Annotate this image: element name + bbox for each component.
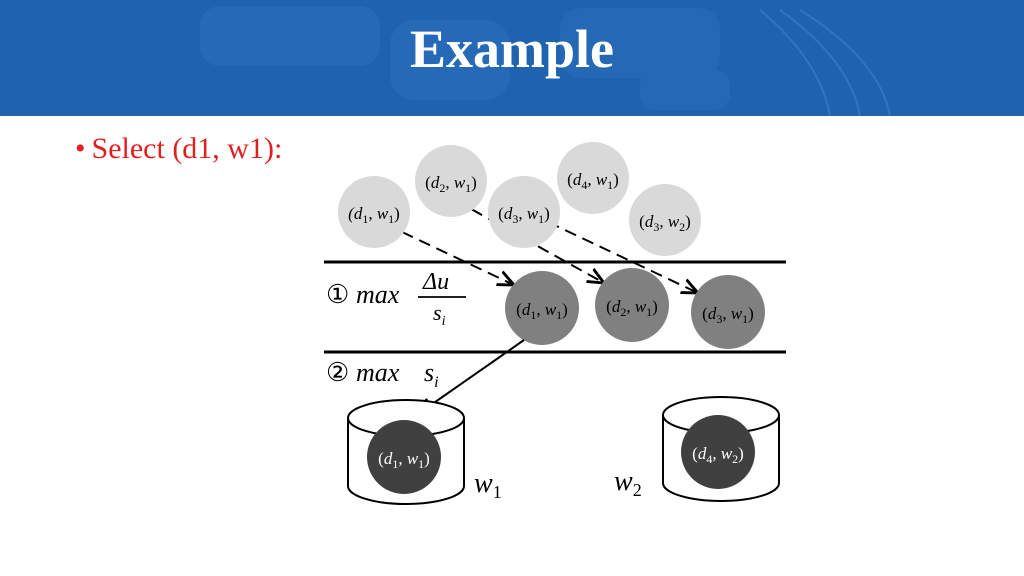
bullet-item: •Select (d1, w1):	[75, 132, 282, 166]
bullet-text: Select (d1, w1):	[91, 132, 283, 165]
bin-w2-label: w2	[614, 466, 642, 500]
svg-text:(d1, w1): (d1, w1)	[348, 204, 400, 226]
svg-text:(d3, w1): (d3, w1)	[498, 204, 550, 226]
svg-text:(d3, w1): (d3, w1)	[702, 304, 754, 326]
step2-op: max	[356, 358, 400, 387]
svg-text:(d1, w1): (d1, w1)	[378, 449, 430, 471]
step2-marker: ②	[326, 358, 349, 387]
slide-title: Example	[409, 19, 614, 79]
world-map-decoration	[200, 6, 891, 116]
svg-text:(d3, w2): (d3, w2)	[639, 212, 691, 234]
svg-text:(d1, w1): (d1, w1)	[516, 300, 568, 322]
top-ball: (d4, w1)	[557, 142, 629, 214]
svg-text:(d2, w1): (d2, w1)	[606, 297, 658, 319]
top-ball: (d1, w1)	[338, 176, 410, 248]
step2-formula: ② max si	[326, 358, 439, 391]
bin-w1-label: w1	[474, 468, 502, 502]
svg-text:(d4, w2): (d4, w2)	[692, 444, 744, 466]
step1-formula: ① max Δu si	[326, 269, 466, 329]
dashed-arrow-d1w1	[401, 231, 514, 285]
step1-denominator: si	[433, 300, 446, 329]
dashed-arrow-d3w1	[547, 221, 698, 293]
bullet-marker: •	[75, 132, 86, 165]
bin-w2: (d4, w2)	[662, 396, 780, 502]
step1-marker: ①	[326, 280, 349, 309]
step1-numerator: Δu	[422, 269, 449, 295]
bin-w1: (d1, w1)	[347, 399, 465, 505]
band-ball: (d2, w1)	[595, 268, 669, 342]
top-ball: (d3, w1)	[488, 176, 560, 248]
top-ball: (d2, w1)	[415, 145, 487, 217]
svg-text:(d2, w1): (d2, w1)	[425, 173, 477, 195]
step2-var: si	[424, 358, 439, 391]
top-ball: (d3, w2)	[629, 184, 701, 256]
slide-header: Example	[0, 0, 1024, 116]
step1-op: max	[356, 280, 400, 309]
band-ball: (d1, w1)	[505, 271, 579, 345]
svg-text:(d4, w1): (d4, w1)	[567, 170, 619, 192]
band-ball: (d3, w1)	[691, 275, 765, 349]
